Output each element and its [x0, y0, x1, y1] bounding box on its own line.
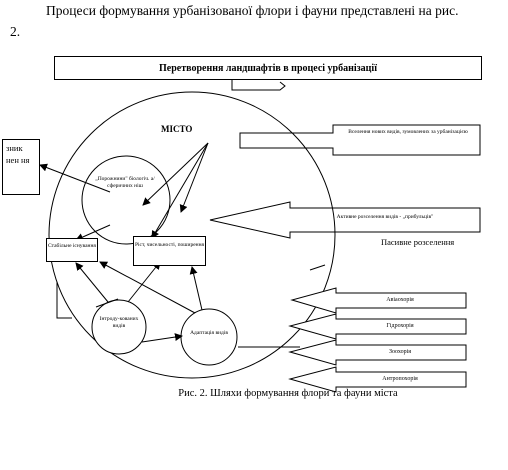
- niche-label: „Порожнини" біологіч. а/сферичних ніш: [95, 176, 155, 189]
- pathway-3-label: Зоохорія: [388, 349, 412, 355]
- pathway-shape-3: [288, 339, 467, 366]
- pathway-1-label: Авіаохорія: [386, 297, 414, 303]
- arrow-point-to-niche-right: [179, 142, 209, 213]
- pathway-shape-4: [288, 366, 467, 393]
- intro-line-1: Процеси формування урбанізованої флори і…: [46, 3, 459, 18]
- pathway-4-label: Антропохорія: [382, 376, 418, 382]
- arrow-adapt-to-stable: [99, 261, 196, 314]
- entry-arrow-1-shape: [239, 124, 481, 156]
- arrow-intro-to-adapt: [141, 333, 183, 343]
- passive-label: Пасивне розселення: [381, 237, 455, 247]
- growth-box: Ріст, чисельності, поширення: [133, 236, 206, 266]
- adaptation-circle: [180, 308, 238, 366]
- intro-line-2: 2.: [10, 24, 21, 39]
- pathway-2-label: Гідрохорія: [386, 323, 414, 329]
- arrow-to-vanish: [39, 163, 111, 193]
- introduction-circle: [91, 299, 147, 355]
- entry-arrow-1-label: Вселення нових видів, зумовлених за урба…: [348, 129, 468, 135]
- arrow-niche-to-stable: [75, 224, 111, 241]
- arrow-intro-to-growth: [127, 261, 161, 303]
- stable-box: Стабільне існування: [46, 238, 98, 262]
- niche-circle: [81, 155, 171, 245]
- pathway-shape-1: [290, 287, 467, 314]
- adaptation-label: Адаптація видів: [190, 330, 228, 336]
- introduction-label: Інтроду-кованих видів: [99, 316, 139, 329]
- city-circle: [48, 91, 336, 379]
- city-label: МІСТО: [161, 124, 193, 134]
- arrow-point-to-growth: [151, 142, 209, 239]
- passive-line: [309, 264, 326, 271]
- left-bracket: [56, 282, 72, 319]
- entry-arrow-2-shape: [209, 201, 481, 239]
- title-down-arrow: [231, 80, 286, 91]
- pathway-shape-2: [288, 313, 467, 340]
- arrow-point-to-niche-left: [142, 142, 209, 206]
- figure-caption: Рис. 2. Шляхи формування флори та фауни …: [178, 388, 398, 399]
- arrow-from-circle-to-intro: [95, 298, 119, 308]
- intro-paragraph: Процеси формування урбанізованої флори і…: [10, 0, 500, 42]
- arrow-intro-to-stable: [75, 262, 109, 303]
- entry-arrow-2-label: Активне розселення видів - „прибульців": [336, 214, 434, 220]
- diagram-title: Перетворення ландшафтів в процесі урбані…: [54, 56, 482, 80]
- arrow-adapt-to-growth: [189, 266, 203, 311]
- vanishing-box: зник нен ня: [2, 139, 40, 195]
